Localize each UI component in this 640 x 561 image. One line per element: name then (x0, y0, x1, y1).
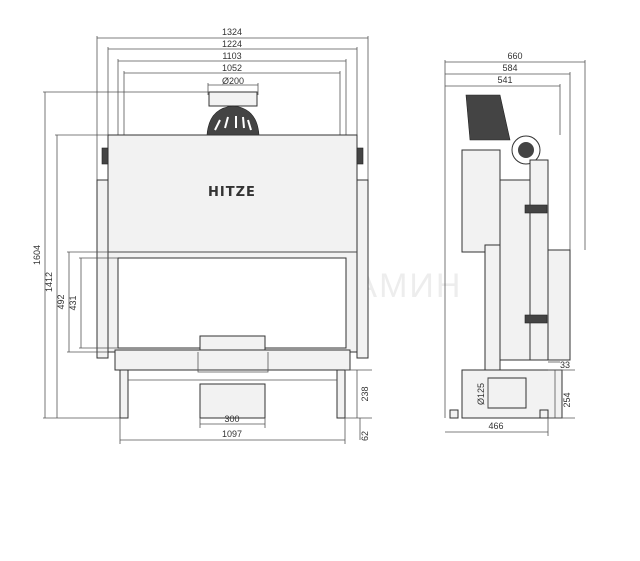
dim-492: 492 (56, 294, 66, 309)
dim-254: 254 (562, 392, 572, 407)
dim-541: 541 (497, 75, 512, 85)
dim-air-inlet: Ø125 (476, 383, 486, 405)
brand-logo: HITZE (208, 185, 256, 200)
dim-62: 62 (360, 431, 370, 441)
dim-1412: 1412 (44, 272, 54, 292)
dim-584: 584 (502, 63, 517, 73)
front-view: 1324 1224 1103 1052 Ø200 HITZE (32, 27, 372, 444)
dim-1103: 1103 (222, 51, 241, 61)
dim-1224: 1224 (222, 39, 242, 49)
dim-238: 238 (360, 386, 370, 401)
dim-660: 660 (507, 51, 522, 61)
dim-33: 33 (560, 360, 570, 370)
dim-1604: 1604 (32, 245, 42, 265)
dim-1324: 1324 (222, 27, 242, 37)
dim-1052: 1052 (222, 63, 242, 73)
dim-466: 466 (488, 421, 503, 431)
dim-431: 431 (68, 295, 78, 310)
dim-300: 300 (224, 414, 239, 424)
side-view: 660 584 541 Ø125 33 254 4 (444, 51, 586, 436)
dim-flue: Ø200 (222, 76, 244, 86)
dim-1097: 1097 (222, 429, 242, 439)
